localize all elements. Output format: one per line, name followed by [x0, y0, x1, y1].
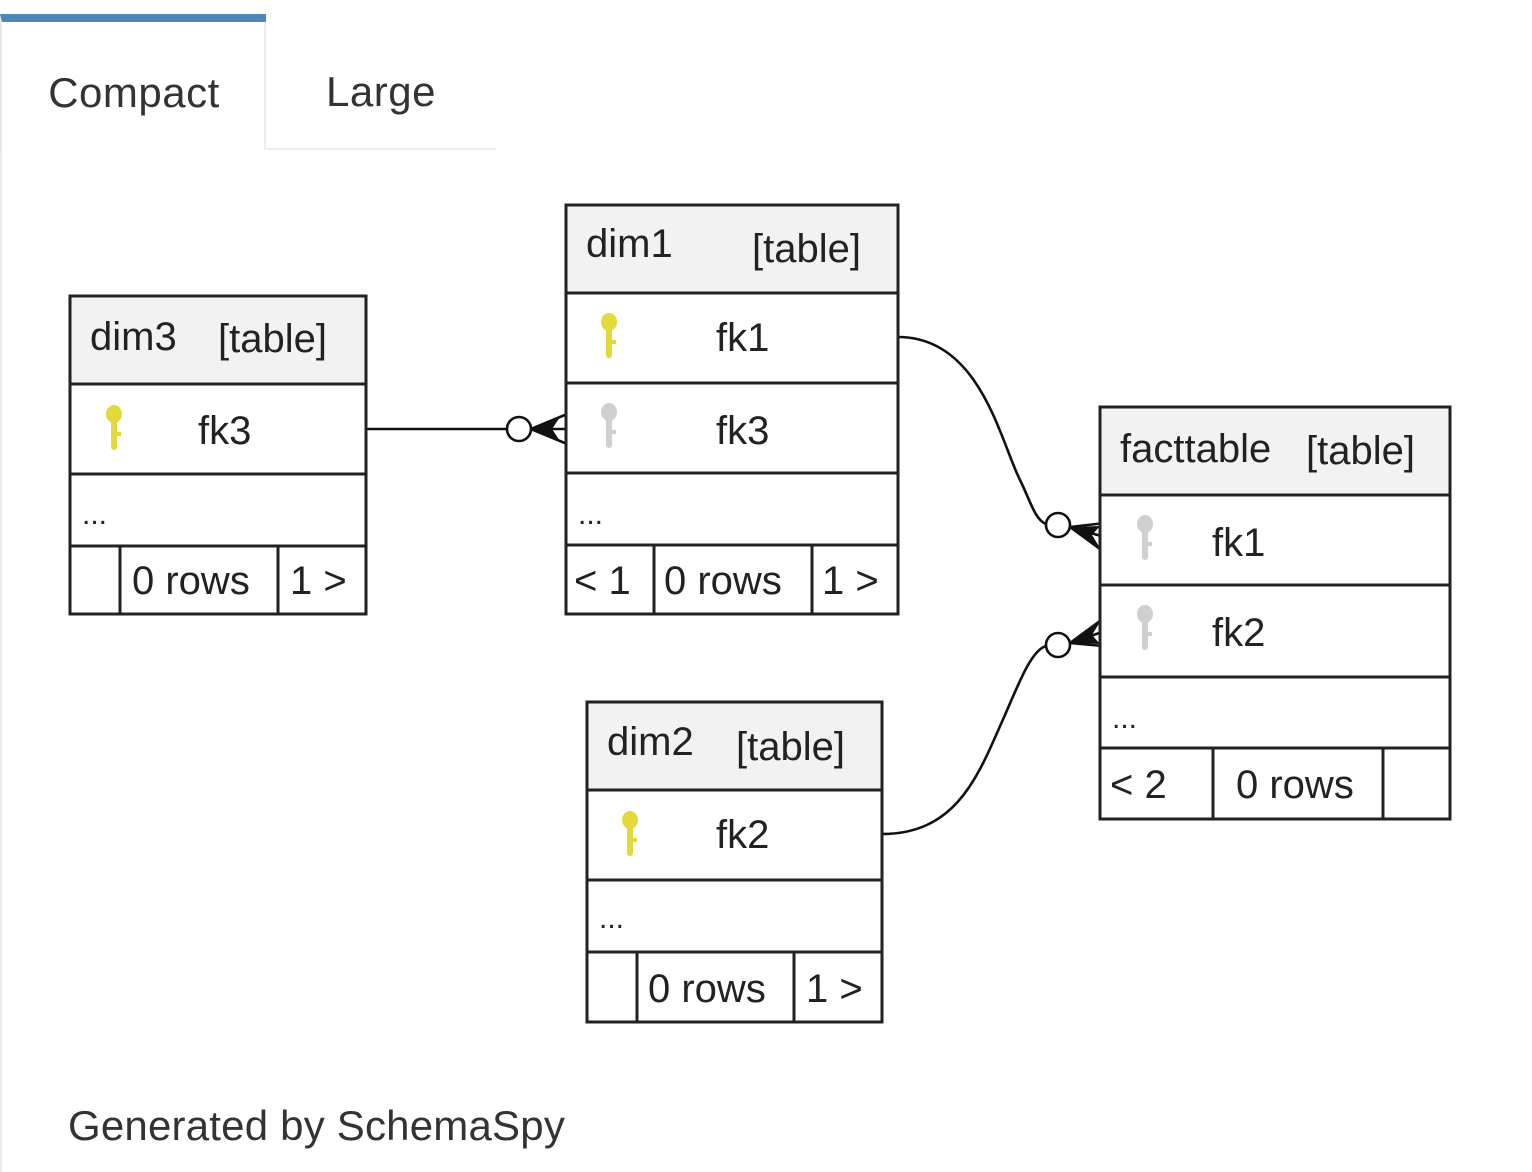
more-columns-ellipsis: ... — [82, 498, 107, 531]
table-header — [1098, 405, 1452, 497]
tab-large[interactable]: Large — [264, 22, 496, 150]
table-name: facttable — [1120, 427, 1271, 471]
more-columns-ellipsis: ... — [599, 902, 624, 935]
nav-prev: < 2 — [1110, 763, 1167, 807]
table-dim2[interactable]: dim2 [table] fk2 ... 0 rows 1 > — [585, 700, 884, 1024]
tab-compact-label: Compact — [48, 69, 220, 116]
column-name: fk3 — [716, 409, 769, 453]
row-count-cell — [1211, 746, 1385, 821]
table-header — [585, 700, 884, 792]
relationship-dim1-dim3[interactable] — [366, 410, 573, 448]
table-name: dim3 — [90, 315, 177, 359]
nav-next-cell — [1381, 746, 1452, 821]
column-row[interactable] — [564, 291, 900, 385]
relationship-facttable-dim2[interactable] — [881, 616, 1115, 836]
nav-prev-cell — [585, 950, 639, 1024]
table-dim1[interactable]: dim1 [table] fk1 fk3 ... < 1 0 rows 1 > — [564, 203, 900, 616]
row-count: 0 rows — [132, 559, 250, 603]
nav-next: 1 > — [806, 967, 863, 1011]
row-count-cell — [652, 543, 814, 616]
more-columns-row — [1098, 675, 1452, 750]
column-name: fk2 — [1212, 611, 1265, 655]
nav-next-cell[interactable] — [792, 950, 884, 1024]
row-count: 0 rows — [664, 559, 782, 603]
nav-next-cell[interactable] — [276, 544, 368, 616]
column-name: fk1 — [1212, 521, 1265, 565]
more-columns-row — [564, 471, 900, 547]
nav-next: 1 > — [822, 559, 879, 603]
table-facttable[interactable]: facttable [table] fk1 fk2 ... < 2 0 rows — [1098, 405, 1452, 821]
column-name: fk1 — [716, 316, 769, 360]
column-row[interactable] — [564, 381, 900, 475]
table-dim3[interactable]: dim3 [table] fk3 ... 0 rows 1 > — [68, 294, 368, 616]
more-columns-ellipsis: ... — [578, 498, 603, 531]
nav-next: 1 > — [290, 559, 347, 603]
more-columns-row — [68, 472, 368, 548]
table-type: [table] — [752, 227, 861, 271]
table-type: [table] — [218, 317, 327, 361]
tab-large-label: Large — [326, 68, 436, 115]
table-name: dim2 — [607, 720, 694, 764]
panel-border — [0, 150, 2, 1172]
row-count: 0 rows — [648, 967, 766, 1011]
relationship-facttable-dim1[interactable] — [897, 335, 1115, 554]
table-header — [68, 294, 368, 386]
more-columns-row — [585, 878, 884, 954]
table-type: [table] — [1306, 429, 1415, 473]
table-type: [table] — [736, 725, 845, 769]
nav-next-cell[interactable] — [810, 543, 900, 616]
table-name: dim1 — [586, 222, 673, 266]
row-count: 0 rows — [1236, 763, 1354, 807]
tab-compact[interactable]: Compact — [0, 14, 266, 150]
more-columns-ellipsis: ... — [1112, 702, 1137, 735]
column-name: fk2 — [716, 813, 769, 857]
nav-prev: < 1 — [574, 559, 631, 603]
row-count-cell — [635, 950, 796, 1024]
row-count-cell — [118, 544, 280, 616]
column-row[interactable] — [585, 788, 884, 882]
table-header — [564, 203, 900, 295]
column-row[interactable] — [1098, 493, 1452, 587]
column-name: fk3 — [198, 409, 251, 453]
diagram-size-tabs: Compact Large — [0, 0, 1532, 152]
nav-prev-cell[interactable] — [1098, 746, 1215, 821]
nav-prev-cell — [68, 544, 122, 616]
column-row[interactable] — [1098, 583, 1452, 679]
column-row[interactable] — [68, 382, 368, 476]
generated-by-footer: Generated by SchemaSpy — [68, 1102, 566, 1149]
